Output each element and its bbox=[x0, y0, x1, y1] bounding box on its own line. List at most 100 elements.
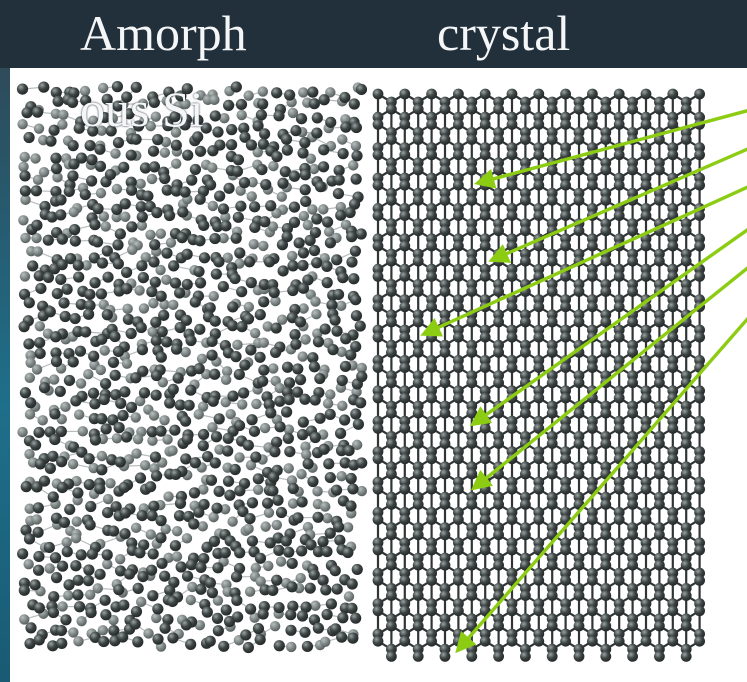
amorphous-atom bbox=[151, 207, 163, 219]
amorphous-atom-back bbox=[20, 232, 31, 244]
amorphous-atom-back bbox=[297, 351, 308, 362]
amorphous-atom bbox=[204, 302, 216, 314]
amorphous-atom bbox=[170, 468, 182, 480]
amorphous-atom bbox=[350, 294, 362, 306]
amorphous-atom bbox=[350, 310, 363, 322]
amorphous-atom-back bbox=[196, 353, 208, 364]
amorphous-atom-back bbox=[208, 511, 219, 523]
amorphous-atom-back bbox=[245, 459, 257, 471]
crystal-atom bbox=[439, 255, 451, 267]
amorphous-atom bbox=[192, 114, 204, 126]
amorphous-atom bbox=[324, 471, 336, 484]
crystal-atom bbox=[453, 179, 464, 191]
amorphous-atom-back bbox=[145, 529, 156, 540]
crystal-atom bbox=[520, 620, 531, 632]
amorphous-atom-back bbox=[336, 346, 347, 358]
crystal-atom bbox=[453, 575, 464, 586]
crystal-atom bbox=[479, 635, 491, 647]
crystal-atom bbox=[506, 331, 518, 343]
amorphous-atom-back bbox=[73, 636, 84, 647]
amorphous-atom-back bbox=[260, 521, 271, 532]
amorphous-atom-back bbox=[232, 339, 243, 351]
crystal-atom bbox=[520, 195, 531, 206]
crystal-atom bbox=[560, 635, 571, 647]
amorphous-atom bbox=[236, 286, 248, 298]
amorphous-atom bbox=[217, 280, 229, 293]
crystal-atom bbox=[493, 407, 504, 419]
amorphous-atom bbox=[290, 125, 302, 137]
crystal-atom bbox=[680, 620, 692, 632]
crystal-atom bbox=[533, 362, 545, 373]
amorphous-atom bbox=[49, 433, 61, 446]
amorphous-atom bbox=[180, 619, 192, 631]
amorphous-atom bbox=[212, 220, 224, 233]
crystal-atom bbox=[386, 377, 397, 389]
crystal-atom bbox=[506, 423, 518, 434]
amorphous-atom bbox=[319, 323, 331, 335]
crystal-atom bbox=[546, 468, 558, 480]
amorphous-atom bbox=[70, 560, 82, 572]
left-edge-strip bbox=[0, 68, 10, 682]
amorphous-atom-back bbox=[98, 211, 110, 222]
amorphous-atom bbox=[46, 211, 58, 223]
amorphous-atom bbox=[16, 83, 29, 95]
amorphous-atom bbox=[292, 512, 304, 524]
crystal-atom bbox=[426, 605, 437, 617]
amorphous-atom-back bbox=[110, 148, 121, 159]
amorphous-atom-back bbox=[57, 119, 68, 130]
amorphous-atom bbox=[145, 481, 157, 493]
amorphous-atom bbox=[159, 622, 171, 634]
amorphous-atom bbox=[180, 453, 192, 465]
amorphous-atom bbox=[18, 288, 31, 300]
amorphous-atom-back bbox=[161, 95, 172, 106]
crystal-atom bbox=[533, 483, 545, 495]
crystal-atom bbox=[573, 225, 585, 237]
amorphous-atom bbox=[110, 389, 122, 401]
amorphous-atom bbox=[181, 570, 194, 582]
crystal-atom bbox=[546, 590, 558, 601]
crystal-atom bbox=[640, 514, 652, 525]
amorphous-atom bbox=[233, 419, 246, 432]
amorphous-atom-back bbox=[76, 615, 87, 627]
amorphous-atom bbox=[47, 491, 59, 503]
amorphous-atom-back bbox=[83, 369, 94, 380]
crystal-atom bbox=[694, 179, 705, 191]
amorphous-atom bbox=[272, 494, 284, 506]
amorphous-atom bbox=[185, 384, 197, 396]
amorphous-atom-back bbox=[323, 226, 335, 237]
amorphous-atom-back bbox=[111, 433, 123, 444]
crystal-atom bbox=[573, 195, 585, 206]
amorphous-atom bbox=[56, 560, 69, 572]
crystal-atom bbox=[613, 271, 625, 282]
crystal-atom bbox=[560, 301, 571, 313]
crystal-atom bbox=[506, 544, 518, 556]
crystal-atom bbox=[533, 88, 545, 100]
crystal-atom bbox=[654, 559, 665, 571]
amorphous-atom bbox=[219, 547, 231, 559]
amorphous-atom bbox=[318, 94, 330, 106]
amorphous-atom bbox=[257, 98, 269, 110]
amorphous-atom bbox=[32, 502, 44, 514]
amorphous-atom bbox=[307, 475, 319, 488]
amorphous-atom bbox=[348, 273, 360, 285]
amorphous-atom-back bbox=[322, 513, 333, 524]
amorphous-atom bbox=[312, 511, 324, 523]
amorphous-atom bbox=[293, 237, 305, 249]
amorphous-atom bbox=[209, 457, 221, 469]
amorphous-atom bbox=[227, 301, 239, 313]
crystal-atom bbox=[694, 575, 705, 586]
amorphous-atom bbox=[254, 552, 267, 564]
amorphous-atom bbox=[243, 256, 256, 268]
amorphous-atom bbox=[181, 433, 193, 445]
amorphous-atom-back bbox=[105, 478, 116, 489]
crystal-atom bbox=[506, 179, 518, 191]
amorphous-atom bbox=[89, 434, 102, 446]
amorphous-atom-back bbox=[58, 109, 69, 120]
amorphous-atom-back bbox=[283, 463, 294, 474]
amorphous-atom bbox=[252, 473, 264, 485]
amorphous-atom-back bbox=[97, 82, 109, 94]
amorphous-atom bbox=[52, 95, 64, 107]
crystal-atom bbox=[546, 347, 558, 358]
crystal-atom bbox=[466, 651, 478, 662]
crystal-atom bbox=[386, 529, 397, 541]
